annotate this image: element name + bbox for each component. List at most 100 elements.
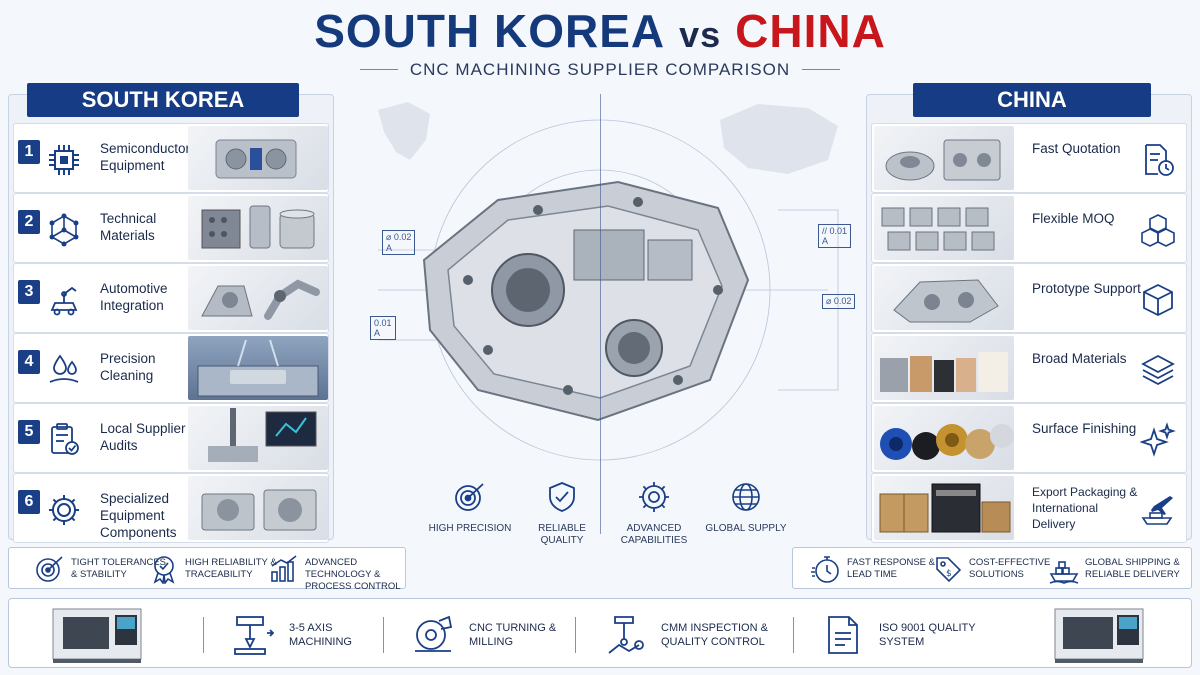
droplets-icon — [49, 354, 79, 383]
item-number: 6 — [18, 490, 40, 514]
korea-item-components: 6 Specialized Equipment Components — [13, 473, 329, 543]
price-tag-icon: $ — [936, 557, 962, 583]
item-label: Export Packaging & International Deliver… — [1032, 485, 1138, 531]
axis-machine-icon — [234, 616, 275, 655]
surface-finishing-image — [874, 406, 1014, 470]
cargo-ship-icon — [1049, 561, 1079, 584]
molecule-icon — [49, 213, 79, 247]
sparkle-icon — [1140, 422, 1176, 457]
item-label: Broad Materials — [1032, 351, 1127, 366]
target-icon — [455, 483, 484, 511]
korea-item-materials: 2 Technical Materials — [13, 193, 329, 263]
supplier-audit-image — [188, 406, 328, 470]
china-item-prototype: Prototype Support — [871, 263, 1187, 333]
semiconductor-part-image — [188, 126, 328, 190]
main-title: SOUTH KOREA vs CHINA — [0, 6, 1200, 60]
robot-car-icon — [50, 286, 78, 316]
center-badges: HIGH PRECISION RELIABLE QUALITY ADVANCED… — [428, 480, 788, 550]
china-item-materials: Broad Materials — [871, 333, 1187, 403]
korea-item-automotive: 3 Automotive Integration — [13, 263, 329, 333]
korea-item-semiconductor: 1 Semiconductor Equipment — [13, 123, 329, 193]
center-divider — [600, 94, 601, 534]
korea-item-cleaning: 4 Precision Cleaning — [13, 333, 329, 403]
equipment-components-image — [188, 476, 328, 540]
item-label: Automotive Integration — [100, 281, 168, 313]
item-number: 1 — [18, 140, 40, 164]
divider — [793, 617, 794, 653]
title-vs: vs — [679, 14, 722, 55]
china-item-flexible-moq: Flexible MOQ — [871, 193, 1187, 263]
divider — [575, 617, 576, 653]
shield-check-icon — [549, 482, 575, 512]
china-strengths-strip: FAST RESPONSE & LEAD TIME $ COST-EFFECTI… — [792, 547, 1192, 589]
divider — [383, 617, 384, 653]
item-label: Specialized Equipment Components — [100, 491, 177, 540]
item-number: 2 — [18, 210, 40, 234]
badge-advanced-capabilities: ADVANCED CAPABILITIES — [612, 480, 696, 547]
technical-materials-image — [188, 196, 328, 260]
gear-icon — [49, 495, 79, 525]
cmm-probe-icon — [608, 616, 644, 654]
fast-quotation-parts-image — [874, 126, 1014, 190]
blueprint-drawing — [378, 102, 839, 461]
badge-high-precision: HIGH PRECISION — [428, 480, 512, 535]
target-icon — [36, 556, 63, 582]
subtitle-bar: CNC MACHINING SUPPLIER COMPARISON — [0, 58, 1200, 82]
svg-text:$: $ — [946, 569, 952, 579]
item-number: 5 — [18, 420, 40, 444]
precision-cleaning-image — [188, 336, 328, 400]
south-korea-heading: SOUTH KOREA — [27, 83, 299, 117]
broad-materials-image — [874, 336, 1014, 400]
ribbon-check-icon — [153, 556, 175, 584]
korea-map-icon — [378, 102, 430, 160]
document-clock-icon — [1145, 144, 1174, 176]
item-label: Technical Materials — [100, 211, 157, 243]
item-label: Surface Finishing — [1032, 421, 1137, 436]
bar-chart-icon — [271, 555, 297, 582]
lathe-icon — [415, 615, 453, 652]
gear-icon — [639, 482, 669, 512]
cube-icon — [1143, 283, 1173, 317]
prototype-part-image — [874, 266, 1014, 330]
badge-reliable-quality: RELIABLE QUALITY — [520, 480, 604, 547]
divider — [203, 617, 204, 653]
layers-icon — [1141, 354, 1175, 386]
badge-global-supply: GLOBAL SUPPLY — [704, 480, 788, 535]
capabilities-bar: 3-5 AXIS MACHINING CNC TURNING & MILLING… — [8, 598, 1192, 668]
flexible-moq-parts-image — [874, 196, 1014, 260]
subtitle: CNC MACHINING SUPPLIER COMPARISON — [397, 60, 803, 79]
china-item-export: Export Packaging & International Deliver… — [871, 473, 1187, 543]
item-label: Prototype Support — [1032, 281, 1141, 296]
clipboard-check-icon — [51, 423, 79, 455]
cubes-icon — [1141, 214, 1175, 247]
cnc-machine-image — [52, 608, 142, 663]
china-heading: CHINA — [913, 83, 1151, 117]
plane-ship-icon — [1141, 496, 1173, 525]
korea-strengths-strip: TIGHT TOLERANCES & STABILITY HIGH RELIAB… — [8, 547, 406, 592]
chip-icon — [49, 145, 79, 175]
gdt-callout: ⌀ 0.02 — [822, 294, 856, 309]
south-korea-panel: SOUTH KOREA 1 Semiconductor Equipment 2 … — [8, 83, 334, 543]
china-panel: CHINA Fast Quotation Flexible MOQ Protot… — [866, 83, 1192, 543]
item-label: Local Supplier Audits — [100, 421, 186, 453]
machined-housing — [422, 180, 750, 422]
china-map-icon — [720, 104, 838, 174]
china-item-fast-quotation: Fast Quotation — [871, 123, 1187, 193]
item-label: Semiconductor Equipment — [100, 141, 191, 173]
item-label: Fast Quotation — [1032, 141, 1121, 156]
stopwatch-icon — [811, 556, 839, 583]
item-number: 3 — [18, 280, 40, 304]
export-packaging-image — [874, 476, 1014, 540]
title-south-korea: SOUTH KOREA — [314, 5, 666, 57]
item-label: Flexible MOQ — [1032, 211, 1115, 226]
korea-item-audits: 5 Local Supplier Audits — [13, 403, 329, 473]
item-label: Precision Cleaning — [100, 351, 156, 383]
certificate-icon — [828, 616, 858, 654]
cnc-machine-image — [1054, 608, 1144, 663]
item-number: 4 — [18, 350, 40, 374]
title-china: CHINA — [735, 5, 886, 57]
